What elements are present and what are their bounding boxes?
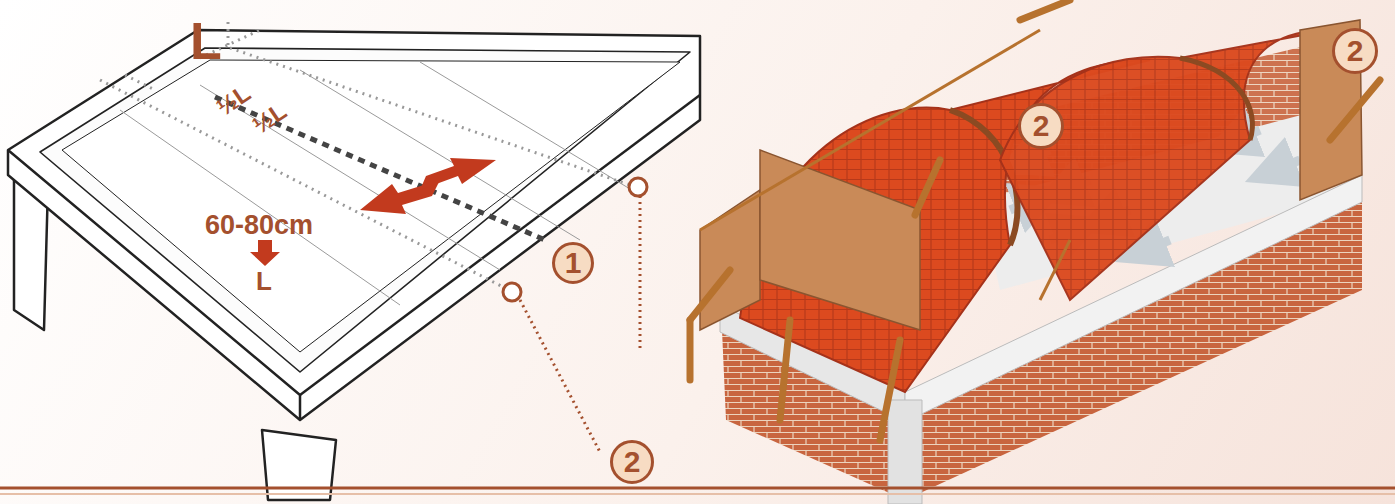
callout-text: 2: [624, 447, 641, 477]
callout-text: 2: [1033, 111, 1050, 141]
bottom-rule: [0, 487, 1395, 490]
callout-text: 1: [565, 248, 582, 278]
marker-circle: [629, 178, 647, 196]
dimension-label: L: [256, 268, 272, 294]
guide-lines: [100, 22, 640, 452]
callout-text: 2: [1347, 36, 1364, 66]
dimension-label: ½L: [249, 99, 291, 138]
callout-number: 2: [1332, 28, 1378, 74]
vault-illustration: [690, 0, 1380, 504]
dimension-label: 60-80cm: [205, 212, 313, 239]
callout-number: 2: [610, 440, 654, 484]
callout-number: 2: [1018, 103, 1064, 149]
frame-sketch: [8, 30, 700, 500]
marker-circle: [503, 283, 521, 301]
dimension-label: ½L: [213, 81, 255, 120]
callout-number: 1: [552, 242, 594, 284]
joist-lines: [120, 62, 640, 305]
dimension-label: L: [190, 15, 222, 67]
bottom-rule: [0, 493, 1395, 495]
